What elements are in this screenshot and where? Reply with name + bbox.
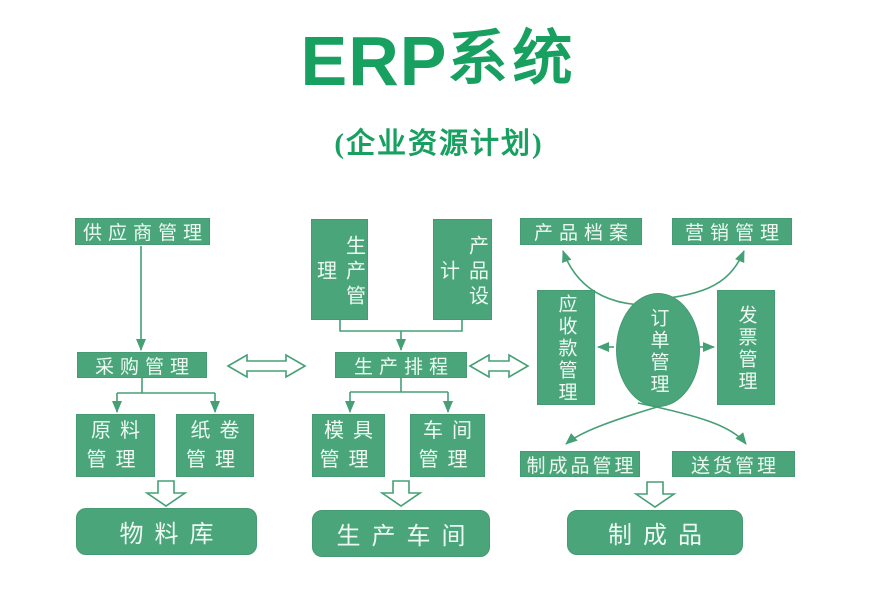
block-arrow-to-production-workshop: [379, 480, 423, 507]
node-invoice-management: 发票管理: [717, 290, 775, 405]
node-production-scheduling: 生产排程: [335, 352, 467, 378]
block-arrow-to-finished-goods: [633, 481, 677, 508]
node-finished-goods: 制成品: [567, 510, 743, 555]
double-arrow-purchase-scheduling: [226, 353, 307, 379]
node-workshop-management: 车间 管理: [410, 414, 485, 477]
title-erp-text: ERP: [300, 22, 448, 100]
node-mold-management: 模具 管理: [312, 414, 385, 477]
node-receivables-management: 应收款管理: [537, 290, 595, 405]
arrow-order-to-finished-goods-mgmt: [565, 401, 675, 445]
node-paper-roll-management: 纸卷 管理: [176, 414, 254, 477]
node-order-management: 订单管理: [616, 293, 700, 407]
line-purchase-split: [117, 378, 215, 394]
node-purchase-management: 采购管理: [77, 352, 207, 378]
line-scheduling-split: [350, 378, 448, 393]
title-system-text: 系统: [447, 26, 578, 92]
block-arrow-to-material-store: [144, 480, 188, 507]
node-supplier-management: 供应商管理: [75, 218, 210, 245]
arrow-order-to-delivery: [637, 402, 747, 445]
node-product-design: 产品设计: [433, 219, 492, 320]
node-raw-material-management: 原料 管理: [76, 414, 155, 477]
node-product-archive: 产品档案: [520, 218, 642, 245]
node-marketing-management: 营销管理: [672, 218, 792, 245]
node-production-management: 生产管理: [311, 219, 368, 320]
node-material-warehouse: 物料库: [76, 508, 257, 555]
page-title: ERP系统: [0, 26, 878, 96]
line-production-design-bracket: [339, 320, 463, 332]
double-arrow-scheduling-receivables: [468, 353, 530, 379]
node-finished-goods-management: 制成品管理: [520, 451, 640, 477]
page-subtitle: (企业资源计划): [334, 128, 544, 160]
node-delivery-management: 送货管理: [672, 451, 795, 477]
node-production-workshop: 生产车间: [312, 510, 490, 557]
